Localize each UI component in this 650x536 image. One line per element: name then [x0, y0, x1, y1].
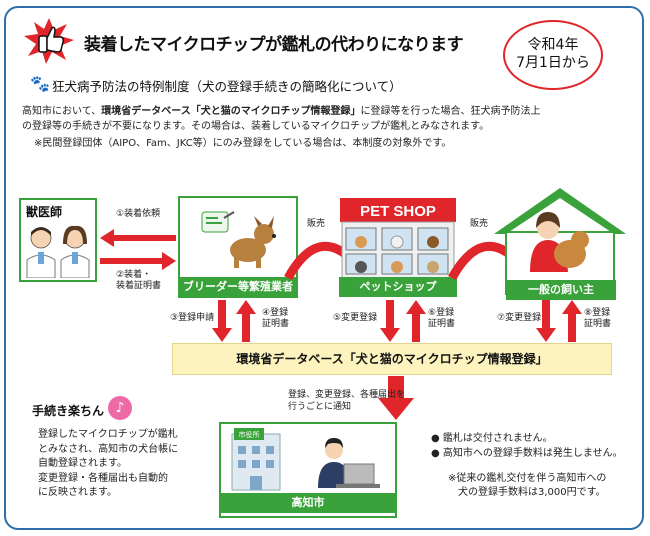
paw-icon: 🐾 — [30, 74, 50, 93]
sale1-label: 販売 — [307, 219, 326, 229]
notify-line1: 登録、変更登録、各種届出を — [288, 390, 406, 400]
step8-line2: 証明書 — [584, 319, 612, 329]
owner-label: 一般の飼い主 — [506, 280, 616, 300]
intro-suffix: に登録等を行った場合、狂犬病予防法上 — [360, 106, 541, 117]
city-label: 高知市 — [221, 493, 395, 513]
database-arrows — [212, 300, 582, 342]
easy-title: 手続き楽ちん — [32, 404, 105, 418]
easy-line: 登録したマイクロチップが鑑札 — [38, 429, 178, 440]
step4-line2: 証明書 — [262, 319, 290, 329]
intro-prefix: 高知市において、 — [22, 106, 102, 117]
step2-line1: ②装着・ — [116, 270, 152, 280]
step2-label: ②装着・ 装着証明書 — [116, 270, 161, 292]
step1-label: ①装着依頼 — [116, 209, 161, 219]
bullet-list: ● 鑑札は交付されません。 ● 高知市への登録手数料は発生しません。 — [431, 432, 631, 461]
subtitle: 狂犬病予防法の特例制度（犬の登録手続きの簡略化について） — [52, 79, 402, 94]
badge-line2: 7月1日から — [516, 55, 590, 71]
intro-note: ※民間登録団体（AIPO、Fam、JKC等）にのみ登録をしている場合は、本制度の… — [34, 138, 452, 149]
start-date-badge: 令和4年 7月1日から — [503, 20, 603, 90]
fee-note: ※従来の鑑札交付を伴う高知市への 犬の登録手数料は3,000円です。 — [448, 472, 638, 500]
easy-text: 登録したマイクロチップが鑑札 とみなされ、高知市の犬台帳に 自動登録されます。 … — [38, 428, 208, 501]
breeder-label: ブリーダー等繁殖業者 — [180, 277, 296, 297]
notify-line2: 行うごとに通知 — [288, 402, 352, 412]
easy-line: とみなされ、高知市の犬台帳に — [38, 443, 179, 455]
step6-label: ⑥登録 証明書 — [428, 308, 455, 330]
bullet-item: ● 鑑札は交付されません。 — [431, 433, 553, 444]
city-sign: 市役所 — [239, 430, 260, 439]
bullet-text: 鑑札は交付されません。 — [442, 433, 553, 444]
step8-label: ⑧登録 証明書 — [584, 308, 611, 330]
badge-line1: 令和4年 — [527, 37, 579, 53]
step4-label: ④登録 証明書 — [262, 308, 289, 330]
step5-label: ⑤変更登録 — [333, 313, 378, 323]
petshop-sign: PET SHOP — [360, 203, 436, 220]
fee-note-line1: ※従来の鑑札交付を伴う高知市への — [448, 473, 607, 484]
step7-label: ⑦変更登録 — [497, 313, 542, 323]
intro-paragraph: 高知市において、環境省データベース「犬と猫のマイクロチップ情報登録」に登録等を行… — [22, 104, 632, 134]
bullet-text: 高知市への登録手数料は発生しません。 — [442, 447, 623, 459]
database-bar: 環境省データベース「犬と猫のマイクロチップ情報登録」 — [172, 343, 612, 375]
city-hall-illustration: 市役所 — [231, 428, 380, 491]
step2-line2: 装着証明書 — [116, 281, 162, 291]
vet-label: 獣医師 — [26, 205, 63, 219]
page-title: 装着したマイクロチップが鑑札の代わりになります — [84, 35, 464, 55]
fee-note-line2: 犬の登録手数料は3,000円です。 — [458, 487, 606, 498]
easy-line: に反映されます。 — [38, 487, 117, 498]
easy-line: 自動登録されます。 — [38, 458, 127, 469]
step8-line1: ⑧登録 — [584, 308, 611, 318]
step6-line1: ⑥登録 — [428, 308, 455, 318]
notify-label: 登録、変更登録、各種届出を 行うごとに通知 — [288, 389, 405, 413]
music-note-icon: ♪ — [108, 396, 132, 420]
sale2-label: 販売 — [470, 219, 489, 229]
intro-line2: の登録等の手続きが不要になります。その場合は、装着しているマイクロチップが鑑札と… — [22, 121, 490, 132]
easy-line: 変更登録・各種届出も自動的 — [38, 472, 168, 484]
breeder-dog-illustration — [201, 211, 276, 268]
petshop-label: ペットショップ — [339, 277, 457, 297]
step4-line1: ④登録 — [262, 308, 289, 318]
vet-breeder-arrows — [100, 229, 176, 270]
notify-arrow — [378, 376, 414, 420]
intro-bold: 環境省データベース「犬と猫のマイクロチップ情報登録」 — [101, 106, 361, 117]
step3-label: ③登録申請 — [170, 313, 215, 323]
bullet-item: ● 高知市への登録手数料は発生しません。 — [431, 447, 623, 459]
vets-illustration — [26, 225, 90, 278]
thumbs-up-icon — [24, 18, 74, 64]
step6-line2: 証明書 — [428, 319, 456, 329]
